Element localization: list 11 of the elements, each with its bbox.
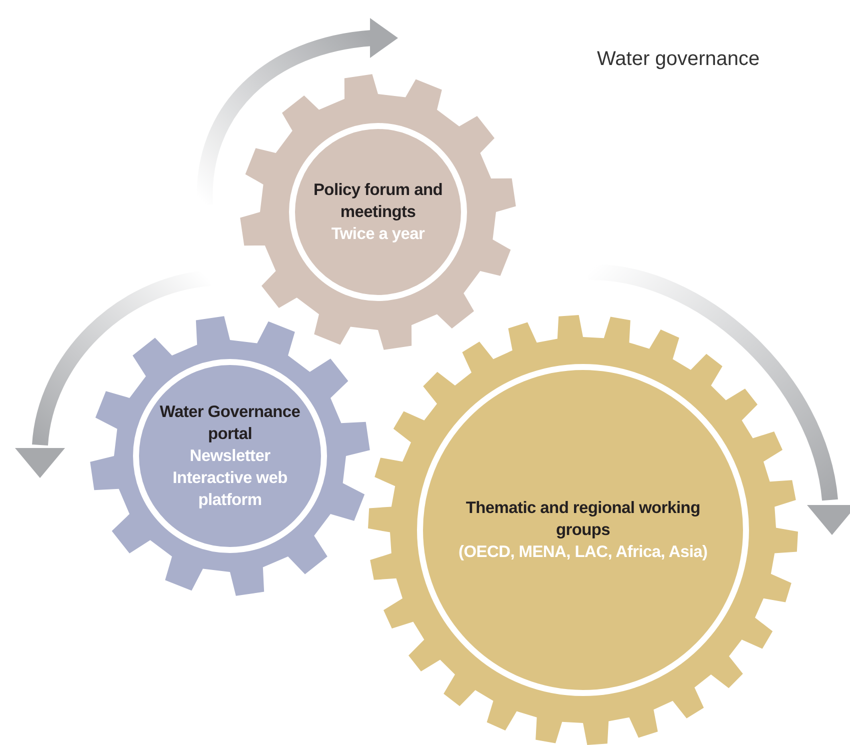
gear-subtitle: Twice a year xyxy=(331,224,425,245)
gear-title: Thematic and regional working groups xyxy=(464,498,702,541)
gear xyxy=(90,316,370,596)
diagram-heading: Water governance xyxy=(597,48,760,71)
gear-title: Water Governance portal xyxy=(158,402,302,445)
gear xyxy=(368,315,798,745)
gear-title: Policy forum and meetingts xyxy=(312,180,444,223)
gear xyxy=(240,74,516,350)
gear-subtitle: (OECD, MENA, LAC, Africa, Asia) xyxy=(458,542,708,563)
gear-subtitle: Interactive web platform xyxy=(172,468,288,511)
gear-subtitle: Newsletter xyxy=(190,446,270,467)
